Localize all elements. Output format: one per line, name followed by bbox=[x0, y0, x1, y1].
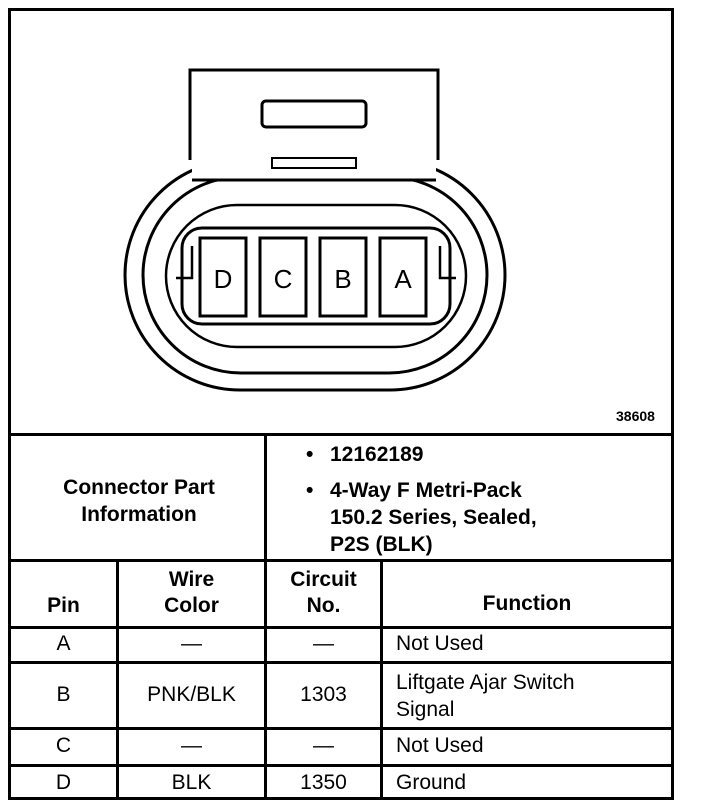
cell-function-line2: Signal bbox=[396, 698, 455, 721]
diagram-frame bbox=[8, 8, 674, 800]
pin-label-b: B bbox=[334, 264, 351, 294]
cell-function: Ground bbox=[396, 771, 467, 794]
cell-function: Not Used bbox=[396, 734, 484, 757]
part-info-label: Connector Part Information bbox=[14, 474, 264, 528]
part-number-line: • 12162189 bbox=[306, 441, 537, 468]
description-line2: 150.2 Series, Sealed, bbox=[330, 506, 537, 529]
description-line1: • 4-Way F Metri-Pack bbox=[306, 477, 537, 504]
pin-label-d: D bbox=[214, 264, 233, 294]
figure-number: 38608 bbox=[616, 408, 655, 424]
header-wire-color: Wire Color bbox=[119, 567, 264, 619]
divider bbox=[380, 559, 383, 800]
cell-circuit: 1350 bbox=[300, 771, 347, 794]
cell-circuit: — bbox=[313, 734, 334, 757]
cell-pin: B bbox=[56, 683, 71, 706]
divider bbox=[8, 764, 674, 767]
cell-function: Not Used bbox=[396, 632, 484, 655]
header-pin: Pin bbox=[47, 594, 80, 617]
header-circuit-line1: Circuit bbox=[290, 568, 357, 591]
part-info-details: • 12162189 • 4-Way F Metri-Pack 150.2 Seri… bbox=[306, 441, 537, 558]
cell-function-line1: Liftgate Ajar Switch bbox=[396, 671, 575, 694]
divider bbox=[264, 433, 267, 561]
divider bbox=[264, 559, 267, 800]
part-info-label-line2: Information bbox=[81, 503, 197, 526]
bullet: • bbox=[306, 443, 314, 466]
part-number: 12162189 bbox=[330, 443, 424, 466]
header-circuit-line2: No. bbox=[306, 594, 341, 617]
pin-label-c: C bbox=[274, 264, 293, 294]
pin-cavity-a bbox=[378, 236, 428, 318]
latch-key bbox=[271, 157, 357, 169]
header-function: Function bbox=[482, 592, 572, 615]
pin-cavity-b bbox=[318, 236, 368, 318]
pin-cavity-d bbox=[198, 236, 248, 318]
connector-seal bbox=[164, 203, 468, 349]
part-info-label-line1: Connector Part bbox=[63, 476, 215, 499]
header-circuit: Circuit No. bbox=[267, 567, 380, 619]
cell-pin: C bbox=[55, 734, 72, 757]
bullet: • bbox=[306, 479, 314, 502]
pin-label-a: A bbox=[394, 264, 412, 294]
divider bbox=[8, 661, 674, 664]
cell-pin: D bbox=[55, 771, 72, 794]
divider bbox=[8, 727, 674, 730]
divider bbox=[116, 559, 119, 800]
description-line3: P2S (BLK) bbox=[330, 533, 433, 556]
cell-wire-color: PNK/BLK bbox=[147, 683, 236, 706]
header-wire-color-line2: Color bbox=[164, 594, 219, 617]
divider bbox=[8, 559, 674, 562]
cell-pin: A bbox=[56, 632, 71, 655]
cell-wire-color: — bbox=[181, 734, 202, 757]
cell-circuit: 1303 bbox=[300, 683, 347, 706]
latch-slot bbox=[260, 99, 368, 129]
divider bbox=[8, 626, 674, 629]
header-wire-color-line1: Wire bbox=[168, 568, 215, 591]
cell-function: Liftgate Ajar Switch Signal bbox=[396, 669, 575, 723]
cell-circuit: — bbox=[313, 632, 334, 655]
connector-description: 4-Way F Metri-Pack bbox=[330, 479, 522, 502]
pin-cavity-c bbox=[258, 236, 308, 318]
divider bbox=[8, 433, 674, 436]
cell-wire-color: — bbox=[181, 632, 202, 655]
cell-wire-color: BLK bbox=[171, 771, 212, 794]
